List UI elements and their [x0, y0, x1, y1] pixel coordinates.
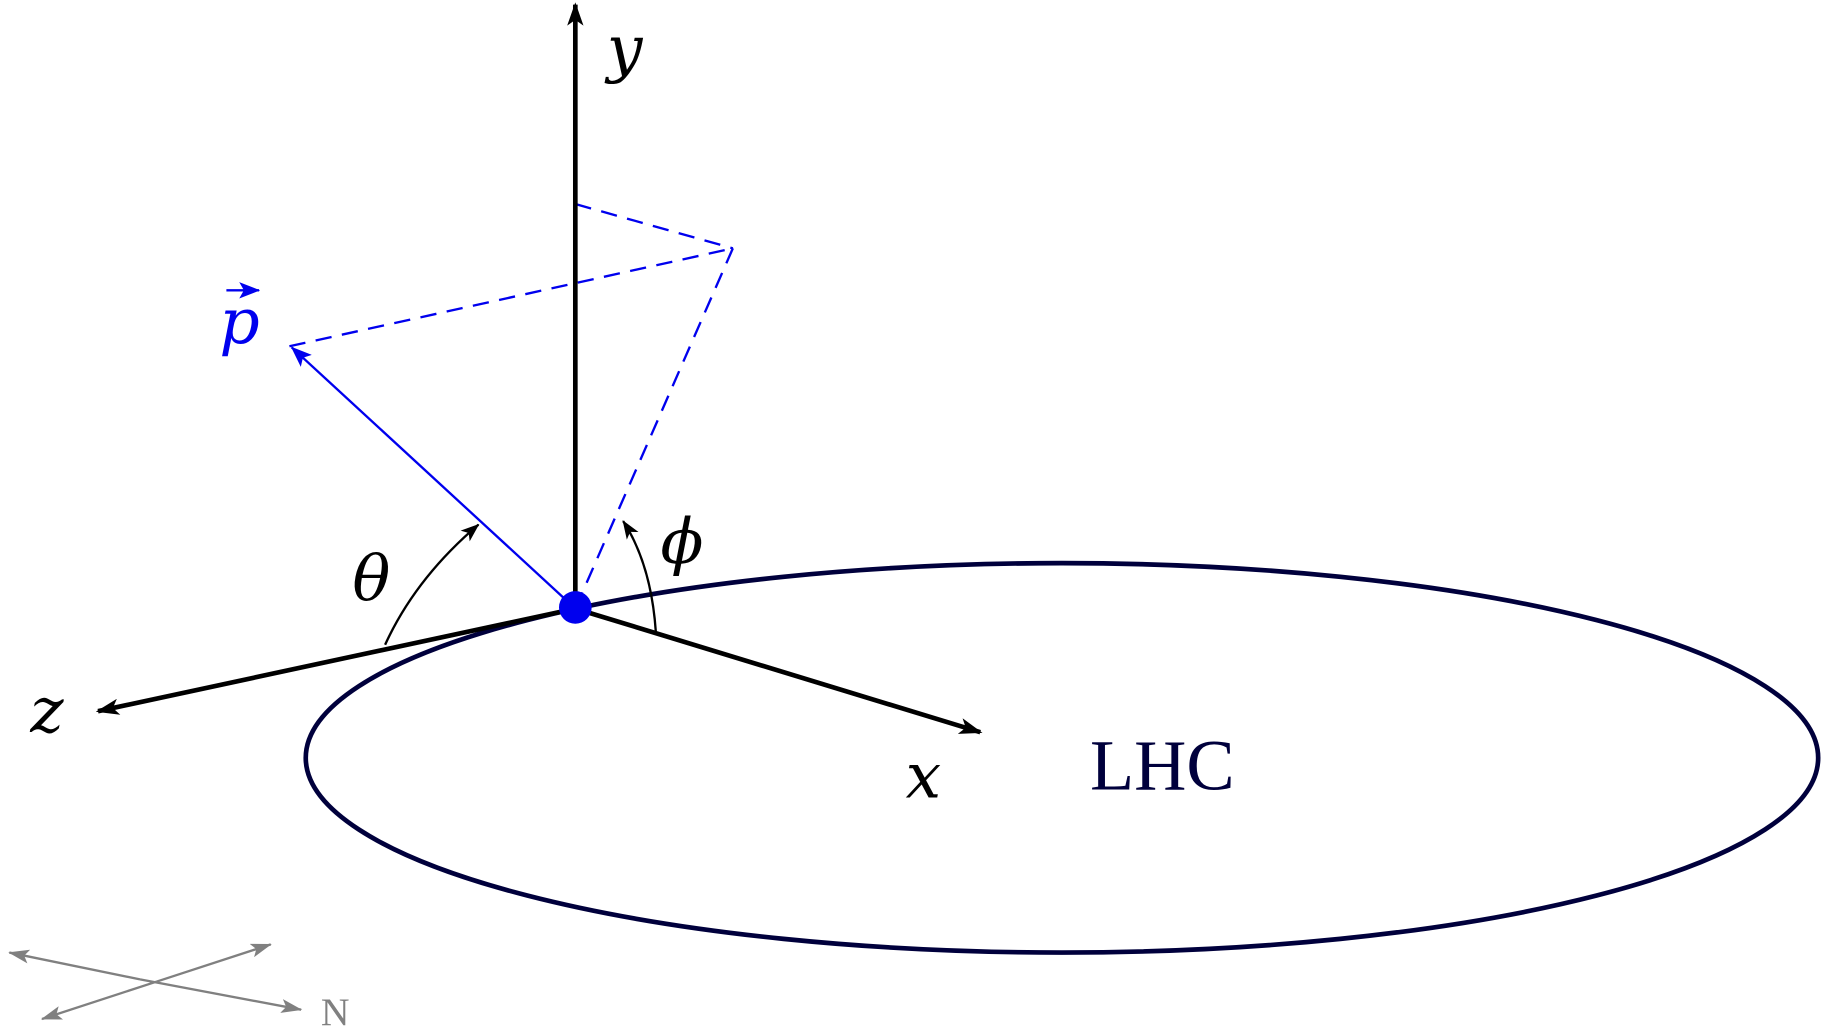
y-axis-label: y	[604, 12, 644, 85]
projection-line-to-tip	[289, 247, 734, 348]
x-axis-label: x	[906, 740, 942, 813]
momentum-projection-lines	[289, 202, 734, 610]
momentum-label: p	[219, 285, 259, 358]
compass-north-label: N	[321, 990, 350, 1026]
compass-arrows-icon	[8, 943, 303, 1021]
phi-arc	[622, 520, 658, 633]
theta-arc	[384, 523, 480, 646]
compass-arrow-north	[139, 978, 303, 1013]
theta-label: θ	[352, 542, 390, 615]
compass-arrow-west	[40, 980, 157, 1021]
compass-arrow-south	[8, 949, 141, 981]
lhc-ring	[303, 560, 1821, 955]
lhc-label: LHC	[1090, 725, 1235, 805]
momentum-vector	[290, 346, 577, 610]
z-axis-label: z	[29, 674, 64, 747]
projection-line-to-origin	[574, 247, 734, 610]
phi-label: ϕ	[661, 505, 704, 578]
x-axis	[574, 606, 983, 735]
compass-arrow-east	[156, 943, 272, 983]
interaction-point	[558, 591, 592, 624]
z-axis	[95, 606, 576, 715]
projection-line-top	[575, 202, 734, 250]
